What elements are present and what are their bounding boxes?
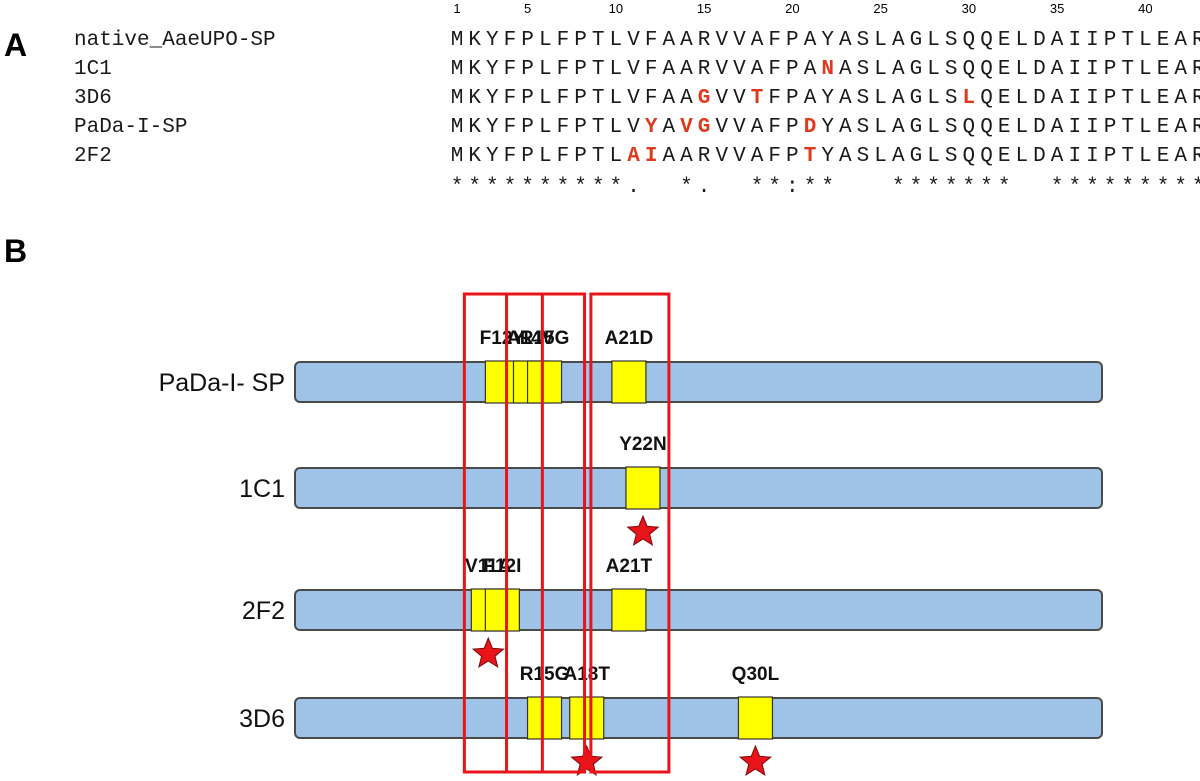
conservation-row: **********. *. **:** ******* ***********…	[451, 176, 1200, 199]
highlight-box	[462, 292, 544, 774]
mutation-label: R15G	[520, 328, 570, 349]
position-tick: 5	[524, 1, 531, 16]
position-tick: 40	[1138, 1, 1152, 16]
sequence-name: 3D6	[74, 87, 112, 110]
highlight-boxes	[462, 292, 671, 774]
panel-a-letter: A	[4, 27, 27, 63]
track-name: 2F2	[242, 597, 285, 625]
mutation-boxes	[470, 360, 774, 740]
sequence-name: 1C1	[74, 58, 112, 81]
track-names: PaDa-I- SP 1C1 2F2 3D6	[159, 369, 285, 733]
track-name: 1C1	[239, 475, 285, 503]
protein-bar	[294, 467, 1103, 509]
protein-bar	[294, 361, 1103, 403]
sequence-name: native_AaeUPO-SP	[74, 29, 276, 52]
protein-bar	[294, 697, 1103, 739]
position-tick: 1	[453, 1, 460, 16]
highlight-box	[505, 292, 587, 774]
conservation-symbols: **********. *. **:** ******* ***********…	[451, 176, 1200, 199]
mutation-box	[625, 466, 661, 510]
star-icon	[471, 636, 505, 668]
mutation-label: A21D	[605, 328, 654, 349]
position-tick: 15	[697, 1, 711, 16]
mutation-box	[611, 360, 647, 404]
protein-bar	[294, 589, 1103, 631]
panel-b-letter: B	[4, 233, 27, 269]
mutation-label: A18T	[563, 664, 610, 685]
position-tick: 30	[962, 1, 976, 16]
sequence-name: 2F2	[74, 145, 112, 168]
position-tick: 10	[609, 1, 623, 16]
mutation-box	[569, 696, 605, 740]
mutation-box	[526, 360, 563, 404]
mutation-label: F12Y	[480, 328, 526, 349]
mutation-box	[484, 588, 520, 632]
star-icon	[738, 744, 772, 776]
track-name: 3D6	[239, 705, 285, 733]
star-icon	[626, 514, 660, 546]
mutation-box	[611, 588, 647, 632]
mutation-label: Q30L	[732, 664, 780, 685]
position-tick: 25	[873, 1, 887, 16]
star-icon	[570, 744, 604, 776]
mutation-label: R15G	[520, 664, 570, 685]
position-tick: 20	[785, 1, 799, 16]
track-bars	[294, 361, 1103, 739]
position-tick: 35	[1050, 1, 1064, 16]
mutation-label: Y22N	[619, 434, 667, 455]
mutation-box	[526, 696, 563, 740]
track-name: PaDa-I- SP	[159, 369, 285, 397]
mutation-label: A21T	[606, 556, 653, 577]
sequence-name: PaDa-I-SP	[74, 116, 187, 139]
mutation-label: F12I	[483, 556, 521, 577]
mutation-label: V11A	[465, 556, 512, 577]
highlight-box	[589, 292, 671, 774]
star-markers	[471, 514, 772, 776]
mutation-box	[737, 696, 774, 740]
